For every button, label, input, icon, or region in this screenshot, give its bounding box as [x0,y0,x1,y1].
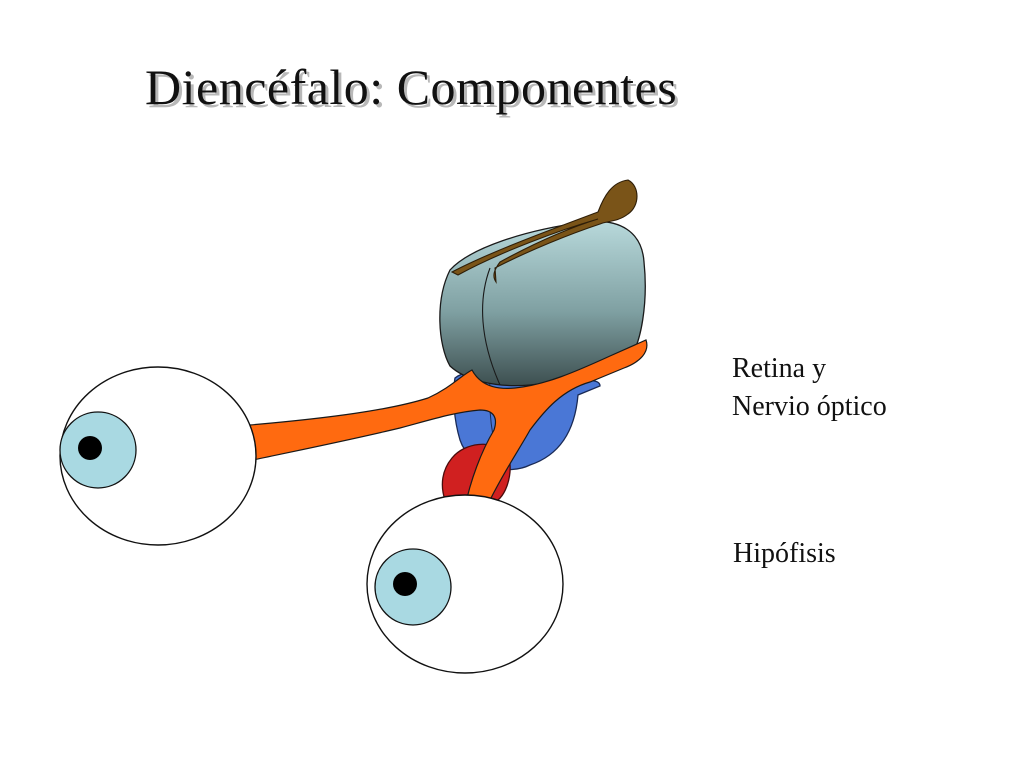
right-eyeball [366,494,564,674]
page-title: Diencéfalo: Componentes [145,59,678,115]
retina-optic-nerve-label: Retina y Nervio óptico [732,350,887,426]
optic-nerve-shape [249,339,648,517]
epithalamus-shape [450,179,638,285]
left-pupil [78,436,102,460]
right-pupil [393,572,417,596]
thalamus-midline [482,267,501,386]
retina-label-line1: Retina y [732,353,827,384]
pituitary-label: Hipófisis [733,538,836,569]
retina-label-line2: Nervio óptico [732,391,887,422]
